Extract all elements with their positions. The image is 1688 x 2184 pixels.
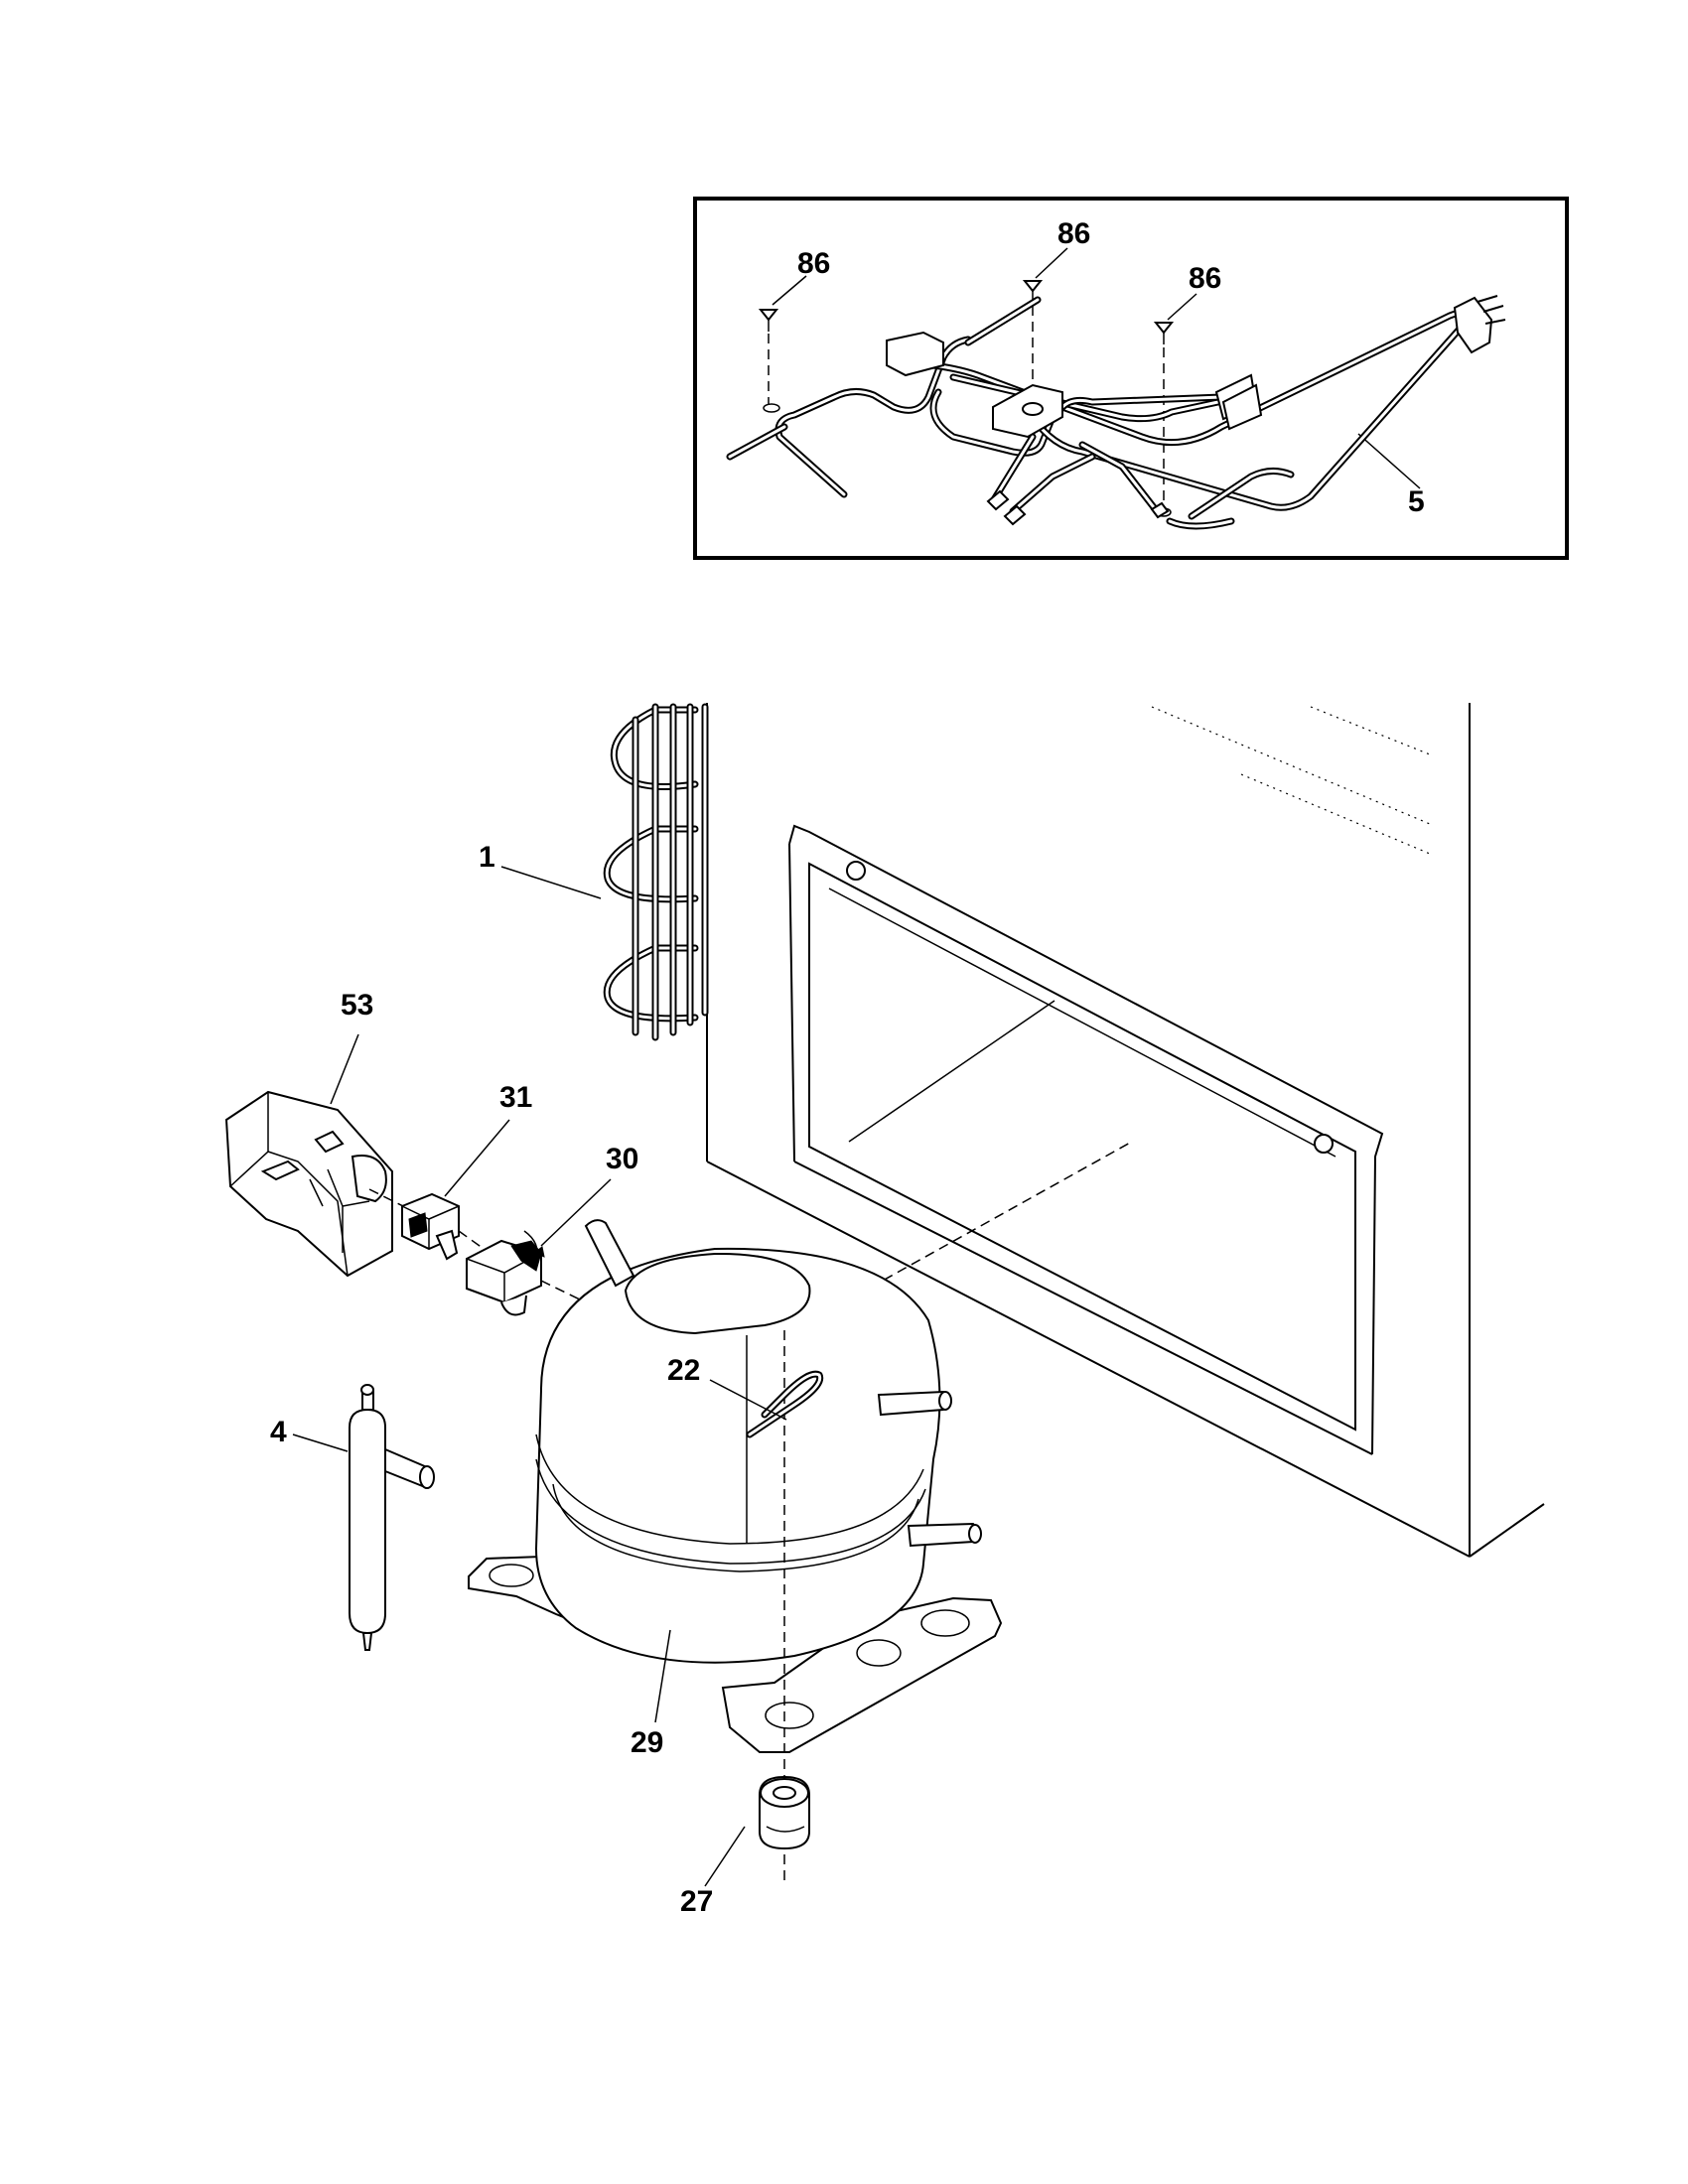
callout-22-clip: 22	[667, 1354, 700, 1387]
callout-86-middle: 86	[1057, 217, 1090, 250]
callout-53-cover: 53	[341, 989, 373, 1022]
callout-29-compressor: 29	[631, 1726, 663, 1759]
relay-cover	[224, 1090, 393, 1278]
callout-27-grommet: 27	[680, 1885, 713, 1918]
callout-31-overload: 31	[499, 1081, 532, 1114]
filter-drier	[349, 1384, 435, 1651]
callout-1-condenser: 1	[479, 841, 495, 874]
condenser-coil	[603, 703, 709, 1041]
clip	[746, 1370, 824, 1438]
grommet	[759, 1775, 810, 1850]
callout-86-left: 86	[797, 247, 830, 280]
callout-4-drier: 4	[270, 1416, 287, 1448]
callout-30-relay: 30	[606, 1143, 638, 1175]
callout-86-right: 86	[1189, 262, 1221, 295]
overload-protector	[401, 1192, 460, 1261]
wiring-harness	[726, 295, 1506, 530]
compressor	[468, 1219, 1003, 1881]
screw-left-icon	[758, 309, 780, 413]
callout-5-harness: 5	[1408, 485, 1425, 518]
start-relay	[466, 1230, 545, 1316]
inset-frame	[693, 197, 1569, 560]
harness-inset: 86 86 86 5	[693, 197, 1569, 560]
